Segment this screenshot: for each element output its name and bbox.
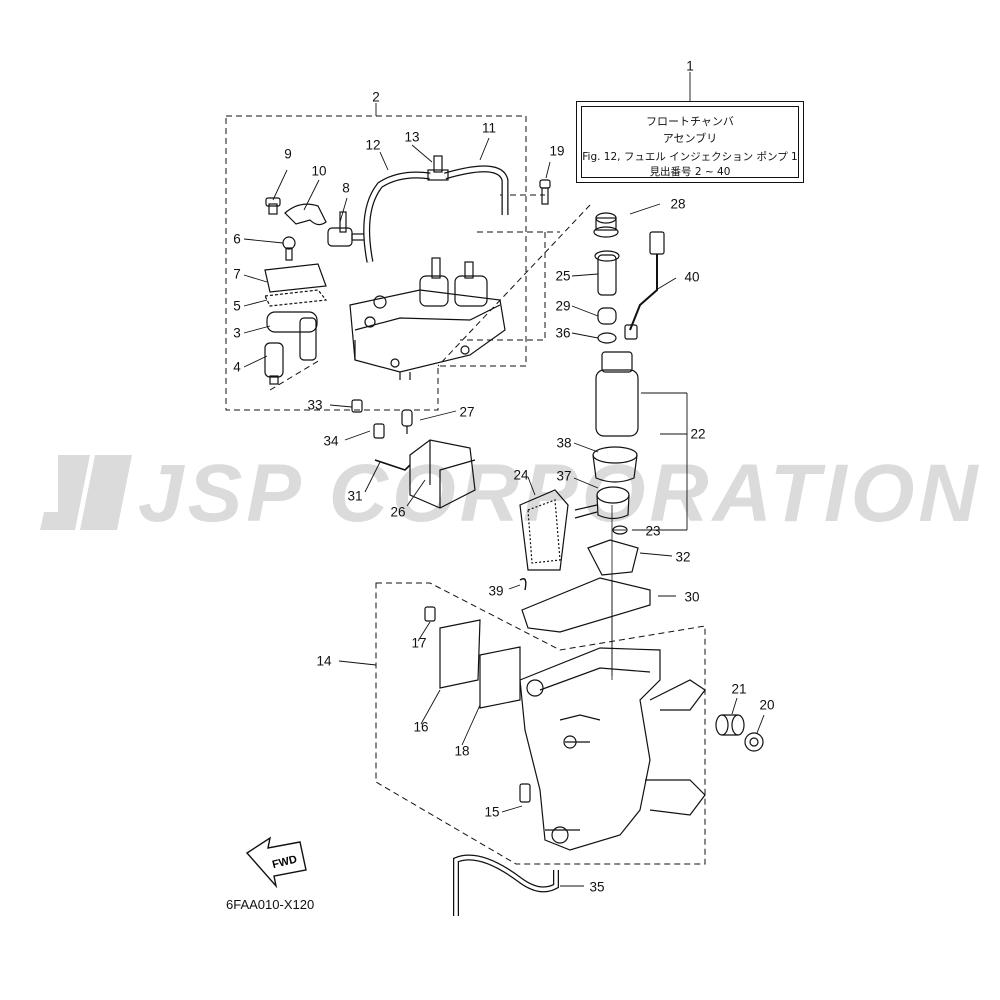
part-3-float — [266, 311, 318, 361]
part-29-grommet — [597, 307, 617, 325]
callout-28: 28 — [670, 196, 686, 212]
part-23-oring — [612, 525, 628, 535]
title-line-2: アセンブリ — [662, 132, 718, 145]
group-2-frame-lines — [269, 204, 591, 391]
callout-6: 6 — [233, 231, 241, 247]
callout-15: 15 — [484, 804, 500, 820]
title-line-1: フロートチャンバ — [646, 115, 734, 128]
part-8-fitting — [327, 211, 369, 247]
callout-37: 37 — [556, 468, 572, 484]
callout-34: 34 — [323, 433, 339, 449]
fwd-label: FWD — [271, 853, 298, 871]
group-2-inner-dash — [477, 194, 560, 233]
part-14-chamber-housing — [519, 647, 706, 851]
callout-40: 40 — [684, 269, 700, 285]
part-36-oring — [597, 332, 617, 344]
part-21-grommet — [715, 714, 745, 736]
part-6-bolt — [282, 236, 296, 261]
callout-25: 25 — [555, 268, 571, 284]
callout-4: 4 — [233, 359, 241, 375]
callout-2: 2 — [372, 89, 380, 105]
title-box: フロートチャンバ アセンブリ Fig. 12, フュエル インジェクション ポン… — [576, 101, 804, 183]
callout-3: 3 — [233, 325, 241, 341]
callout-32: 32 — [675, 549, 691, 565]
part-27-valve — [401, 409, 413, 434]
title-box-inner: フロートチャンバ アセンブリ Fig. 12, フュエル インジェクション ポン… — [581, 106, 799, 178]
callout-8: 8 — [342, 180, 350, 196]
callout-24: 24 — [513, 467, 529, 483]
part-10-clip — [284, 203, 327, 226]
callout-12: 12 — [365, 137, 381, 153]
callout-17: 17 — [411, 635, 427, 651]
part-15-screw — [519, 783, 531, 803]
callout-18: 18 — [454, 743, 470, 759]
callout-27: 27 — [459, 404, 475, 420]
float-chamber-body — [349, 257, 506, 380]
callout-22: 22 — [690, 426, 706, 442]
part-34-bolt — [373, 423, 385, 439]
callout-13: 13 — [404, 129, 420, 145]
callout-30: 30 — [684, 589, 700, 605]
title-line-4: 見出番号 2 ~ 40 — [649, 166, 731, 178]
part-16-cover-plate — [439, 619, 481, 689]
fwd-arrow-icon — [245, 836, 307, 889]
callout-29: 29 — [555, 298, 571, 314]
part-18-gasket — [479, 646, 521, 709]
part-37-assembly — [574, 486, 630, 520]
part-39-clip — [519, 578, 527, 591]
callout-33: 33 — [307, 397, 323, 413]
part-19-screw — [539, 179, 551, 205]
callout-16: 16 — [413, 719, 429, 735]
callout-10: 10 — [311, 163, 327, 179]
part-22-fuel-pump — [595, 351, 639, 437]
callout-20: 20 — [759, 697, 775, 713]
part-20-washer — [744, 732, 764, 752]
part-25-sleeve — [594, 250, 620, 296]
part-30-gasket — [521, 577, 651, 633]
callout-19: 19 — [549, 143, 565, 159]
callout-5: 5 — [233, 298, 241, 314]
part-38-holder — [592, 446, 638, 483]
callout-39: 39 — [488, 583, 504, 599]
leader-lines — [243, 72, 765, 887]
callout-1: 1 — [686, 58, 694, 74]
part-33-bolt — [351, 399, 363, 413]
callout-36: 36 — [555, 325, 571, 341]
part-32-plate — [587, 539, 639, 576]
part-17-screw — [424, 606, 436, 622]
part-24-filter — [519, 489, 569, 571]
callout-38: 38 — [556, 435, 572, 451]
part-13-tee — [427, 155, 449, 181]
part-28-seal — [593, 212, 619, 238]
part-40-harness — [624, 231, 665, 340]
title-line-3: Fig. 12, フュエル インジェクション ポンプ 1 — [582, 151, 798, 163]
callout-14: 14 — [316, 653, 332, 669]
callout-9: 9 — [284, 146, 292, 162]
part-5-gasket — [264, 289, 328, 307]
callout-11: 11 — [481, 120, 497, 136]
part-4-needle — [264, 342, 284, 385]
part-31-wire — [374, 459, 411, 471]
group-2-boundary — [225, 115, 527, 411]
callout-26: 26 — [390, 504, 406, 520]
callout-23: 23 — [645, 523, 661, 539]
part-7-cover — [264, 263, 327, 293]
callout-7: 7 — [233, 266, 241, 282]
part-9-bolt — [265, 197, 281, 215]
figure-code: 6FAA010-X120 — [226, 897, 315, 912]
callout-35: 35 — [589, 879, 605, 895]
callout-21: 21 — [731, 681, 747, 697]
callout-31: 31 — [347, 488, 363, 504]
